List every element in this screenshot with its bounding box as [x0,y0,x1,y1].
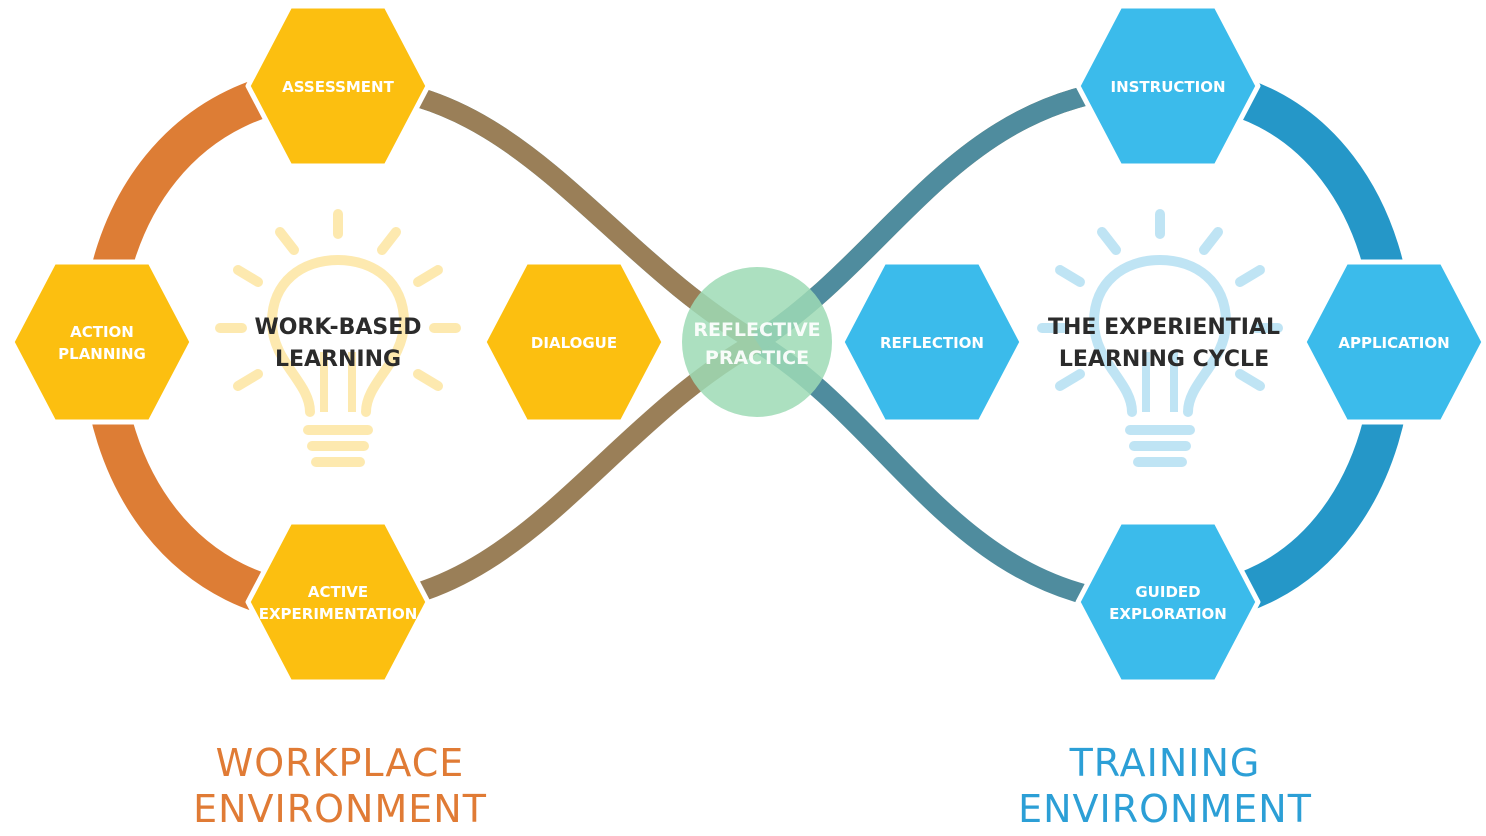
node-action-planning-hexagon [9,259,195,425]
node-assessment: ASSESSMENT [245,3,431,169]
node-application-label: APPLICATION [1338,334,1449,352]
reflective-practice-line: REFLECTIVE [693,319,820,341]
reflective-practice-circle [682,267,832,417]
node-active-experimentation: ACTIVE EXPERIMENTATION [245,519,431,685]
cycle-titles: WORK-BASED LEARNING THE EXPERIENTIAL LEARNI… [254,315,1280,372]
node-guided-exploration-label-line: GUIDED [1135,583,1200,601]
node-guided-exploration-hexagon [1075,519,1261,685]
node-active-experimentation-label-line: ACTIVE [308,583,368,601]
node-instruction: INSTRUCTION [1075,3,1261,169]
node-application: APPLICATION [1301,259,1486,425]
cycle-nodes: ASSESSMENT ACTION PLANNING DIALOGUE ACTIVE EX… [9,3,1486,685]
workplace-lightbulb-icon [215,209,461,467]
node-reflection-hexagon [839,259,1025,425]
training-environment-line-2: ENVIRONMENT [1018,787,1312,831]
reflective-practice-node: REFLECTIVE PRACTICE [682,267,832,417]
experiential-learning-cycle-title-line: LEARNING CYCLE [1059,347,1269,372]
node-assessment-hexagon [245,3,431,169]
node-dialogue-hexagon [481,259,667,425]
node-assessment-label: ASSESSMENT [282,78,394,96]
node-instruction-label-line: INSTRUCTION [1110,78,1225,96]
work-based-learning-title-line: WORK-BASED [254,315,421,340]
training-lightbulb-icon [1037,209,1283,467]
training-environment-line-1: TRAINING [1069,741,1261,785]
node-action-planning-label: ACTION PLANNING [58,323,146,363]
node-guided-exploration-label: GUIDED EXPLORATION [1109,583,1227,623]
experiential-learning-cycle-title-line: THE EXPERIENTIAL [1048,315,1280,340]
work-based-learning-title-line: LEARNING [275,347,401,372]
node-application-label-line: APPLICATION [1338,334,1449,352]
workplace-environment-label: WORKPLACE ENVIRONMENT [170,740,510,832]
node-action-planning: ACTION PLANNING [9,259,195,425]
node-action-planning-label-line: ACTION [70,323,134,341]
node-reflection: REFLECTION [839,259,1025,425]
node-guided-exploration: GUIDED EXPLORATION [1075,519,1261,685]
experiential-learning-cycle-title: THE EXPERIENTIAL LEARNING CYCLE [1048,315,1280,372]
node-guided-exploration-label-line: EXPLORATION [1109,605,1227,623]
reflective-practice-line: PRACTICE [705,347,809,369]
node-assessment-label-line: ASSESSMENT [282,78,394,96]
node-instruction-label: INSTRUCTION [1110,78,1225,96]
node-dialogue: DIALOGUE [481,259,667,425]
node-reflection-label: REFLECTION [880,334,984,352]
node-dialogue-label-line: DIALOGUE [531,334,617,352]
lightbulbs [215,209,1283,467]
workplace-environment-line-1: WORKPLACE [215,741,465,785]
node-active-experimentation-label-line: EXPERIMENTATION [259,605,418,623]
node-reflection-label-line: REFLECTION [880,334,984,352]
training-environment-label: TRAINING ENVIRONMENT [995,740,1335,832]
reflective-practice-label: REFLECTIVE PRACTICE [693,319,820,369]
work-based-learning-title: WORK-BASED LEARNING [254,315,421,372]
node-active-experimentation-label: ACTIVE EXPERIMENTATION [259,583,418,623]
node-dialogue-label: DIALOGUE [531,334,617,352]
node-active-experimentation-hexagon [245,519,431,685]
node-application-hexagon [1301,259,1486,425]
node-instruction-hexagon [1075,3,1261,169]
node-action-planning-label-line: PLANNING [58,345,146,363]
workplace-environment-line-2: ENVIRONMENT [193,787,487,831]
